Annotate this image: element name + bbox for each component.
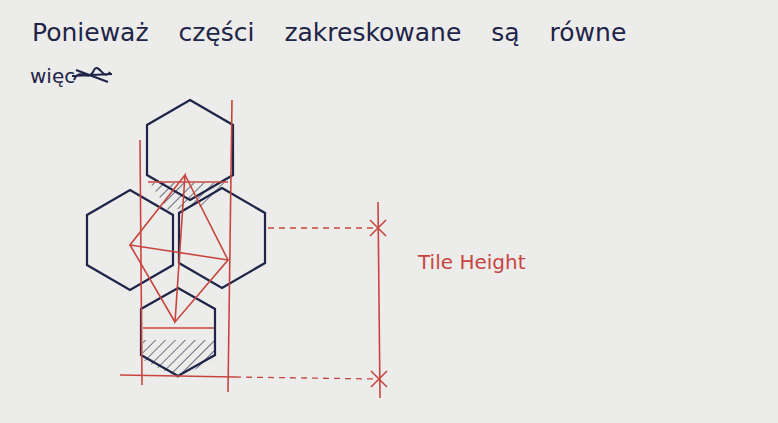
construction-lines [120,100,235,392]
hexagons [87,100,265,376]
extension-lines [235,228,378,379]
scribble [72,68,112,82]
dimension-label: Tile Height [418,250,526,274]
dimension-line [370,202,387,398]
note-text: Ponieważ części zakreskowane są równe [32,18,626,47]
hatched-region [143,340,214,378]
note-text: więc [30,64,75,88]
